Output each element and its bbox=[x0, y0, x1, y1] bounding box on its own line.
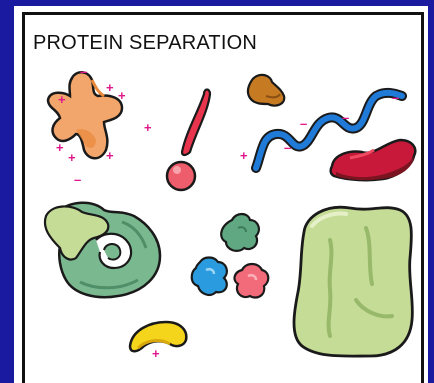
cluster-protein-icon bbox=[192, 214, 269, 298]
charge-positive: + bbox=[118, 88, 126, 103]
charge-positive: + bbox=[58, 92, 66, 107]
red-blob-protein-icon bbox=[331, 140, 416, 180]
charge-positive: + bbox=[240, 148, 248, 163]
charge-positive: + bbox=[56, 140, 64, 155]
lollipop-protein-icon bbox=[167, 90, 210, 191]
charge-positive: + bbox=[144, 120, 152, 135]
hook-protein-icon bbox=[45, 203, 160, 297]
charge-positive: + bbox=[152, 346, 160, 361]
charge-negative: – bbox=[392, 90, 399, 105]
charge-negative: – bbox=[284, 140, 291, 155]
charge-negative: – bbox=[342, 110, 349, 125]
charge-negative: – bbox=[74, 172, 81, 187]
charge-positive: + bbox=[106, 80, 114, 95]
charge-negative: – bbox=[300, 116, 307, 131]
charge-positive: + bbox=[68, 150, 76, 165]
large-pale-protein-icon bbox=[294, 207, 412, 356]
small-brown-protein-icon bbox=[248, 75, 284, 106]
charge-positive: + bbox=[106, 148, 114, 163]
charge-negative: – bbox=[80, 64, 87, 79]
